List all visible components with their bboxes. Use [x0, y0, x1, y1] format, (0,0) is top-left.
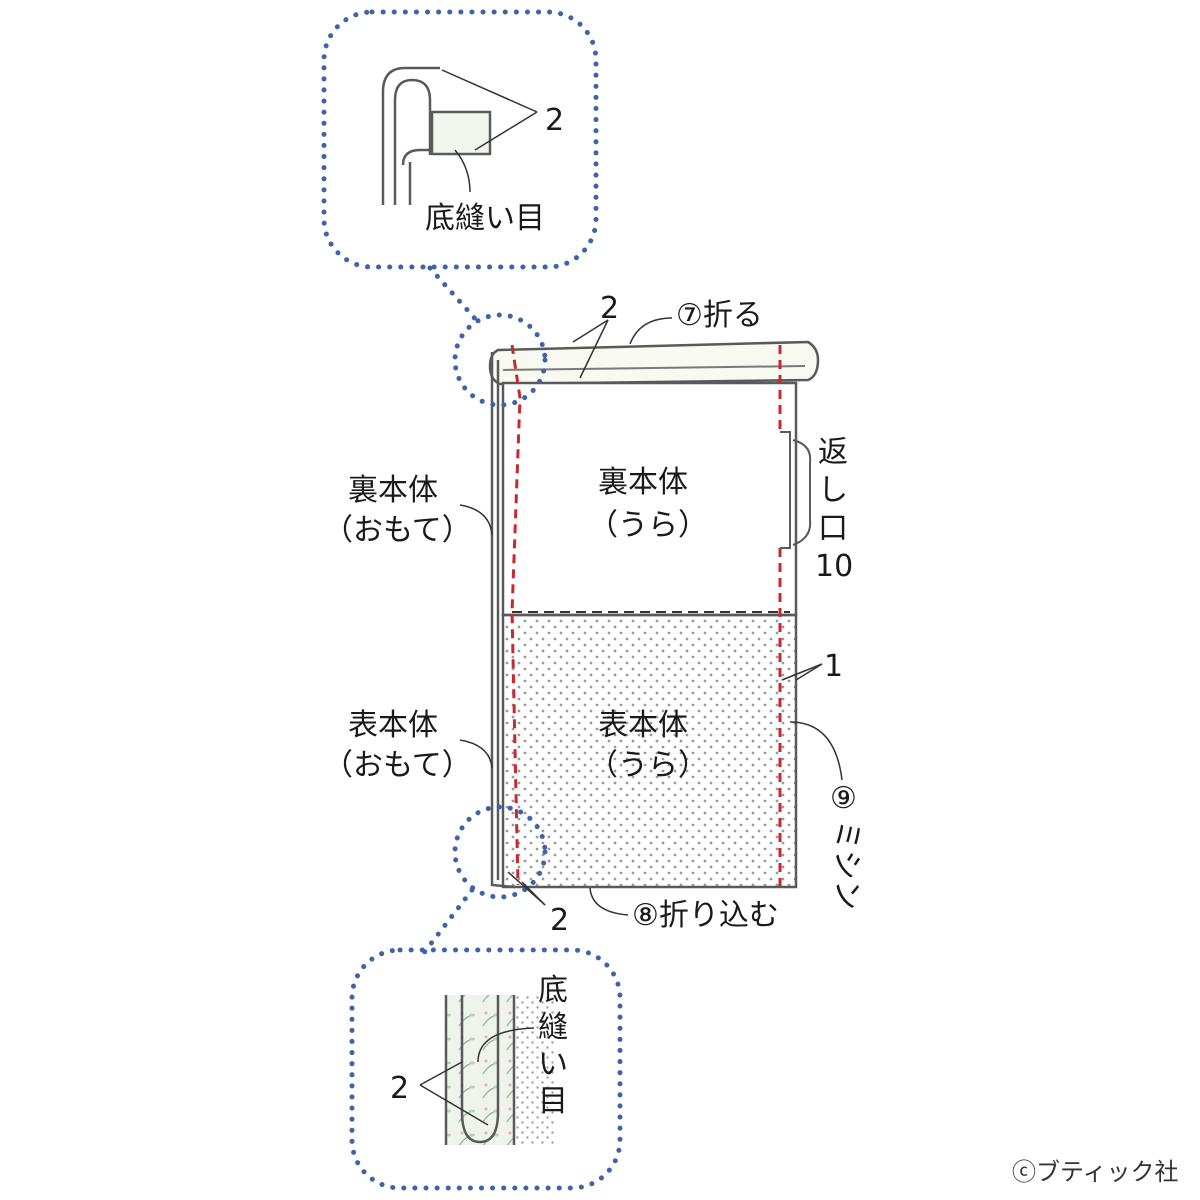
bottom-detail-seam-char2: 縫 [538, 1010, 568, 1045]
copyright-credit: ⓒブティック社 [1012, 1158, 1179, 1186]
bottom-detail-pointers [419, 1027, 535, 1126]
bottom-detail-seam-char1: 底 [538, 973, 568, 1008]
bottom-callout-circle [452, 804, 548, 900]
stitch-lines [510, 344, 782, 886]
return-opening-char2: し [818, 473, 848, 508]
fold-dimension-2: 2 [600, 291, 619, 326]
top-detail-pointer-lines [441, 69, 538, 193]
bottom-detail-seam-char4: 目 [538, 1084, 568, 1119]
lining-inside-label-line2: （うら） [588, 508, 708, 543]
outer-outside-label-line1: 表本体 [348, 708, 438, 743]
top-callout-connector [427, 265, 481, 325]
outer-inside-label-line2: （うら） [588, 748, 708, 783]
seam-allowance-1: 1 [824, 649, 843, 684]
outer-body-panel [501, 613, 798, 889]
top-detail-fold-drawing [381, 66, 492, 205]
step8-tuck-label: ⑧折り込む [632, 898, 779, 933]
top-callout-circle [452, 312, 548, 408]
step9-char2: シ [829, 850, 864, 880]
return-opening-char3: 口 [818, 511, 848, 546]
step9-pointer [789, 721, 843, 781]
left-side-layers [490, 352, 516, 889]
top-detail-seam-label: 底縫い目 [425, 201, 545, 236]
folded-top-band [488, 340, 820, 386]
seam-allowance-pointer [781, 663, 823, 681]
bottom-detail-seam-char3: い [538, 1047, 568, 1082]
outer-outside-pointer [459, 739, 493, 769]
outer-outside-label-line2: （おもて） [323, 748, 472, 783]
step9-char1: ミ [829, 820, 864, 850]
step7-fold-label: ⑦折る [676, 298, 763, 333]
outer-inside-label-line1: 表本体 [598, 708, 688, 743]
lining-outside-label-line2: （おもて） [323, 513, 472, 548]
fold-pointer-lines [572, 317, 673, 379]
return-opening-marks [780, 431, 812, 549]
bottom-dimension-2: 2 [550, 903, 569, 938]
lining-inside-label-line1: 裏本体 [598, 465, 688, 500]
lining-outside-label-line1: 裏本体 [348, 473, 438, 508]
top-detail-dimension-2: 2 [545, 103, 564, 138]
return-opening-dimension: 10 [815, 549, 853, 584]
top-detail-callout [321, 9, 599, 270]
lining-outside-pointer [459, 504, 493, 536]
lining-body-panel [501, 381, 798, 617]
return-opening-char1: 返 [818, 435, 848, 470]
bottom-detail-drawing [444, 995, 556, 1145]
step9-number: ⑨ [830, 781, 857, 816]
step9-char3: ン [829, 880, 864, 910]
bottom-detail-dimension-2: 2 [390, 1071, 409, 1106]
bottom-pointer-lines [507, 871, 629, 916]
bottom-callout-connector [417, 887, 475, 961]
